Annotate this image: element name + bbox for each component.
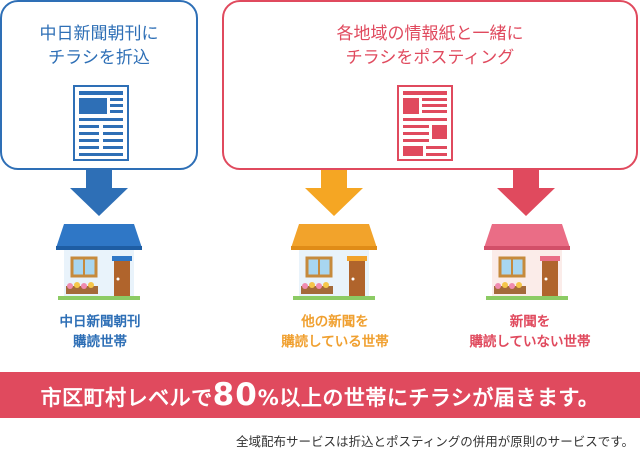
house-caption-no-paper: 新聞を 購読していない世帯	[469, 314, 591, 350]
local-paper-icon	[397, 85, 453, 161]
newspaper-insert-title: 中日新聞朝刊に チラシを折込	[39, 24, 159, 68]
arrow-down-icon	[70, 170, 128, 216]
posting-box: 各地域の情報紙と一緒に チラシをポスティング	[222, 0, 638, 170]
newspaper-icon	[73, 85, 129, 161]
banner-percent-value: 80	[212, 377, 258, 413]
newspaper-insert-box: 中日新聞朝刊に チラシを折込	[0, 0, 198, 170]
house-icon	[484, 224, 570, 300]
house-caption-subscribers: 中日新聞朝刊 購読世帯	[59, 314, 141, 350]
posting-title: 各地域の情報紙と一緒に チラシをポスティング	[336, 24, 524, 68]
footnote: 全域配布サービスは折込とポスティングの併用が原則のサービスです。	[235, 434, 634, 449]
house-caption-other-paper: 他の新聞を 購読している世帯	[281, 314, 389, 350]
banner-suffix: %以上の世帯にチラシが届きます。	[257, 386, 600, 410]
coverage-banner: 市区町村レベルで80%以上の世帯にチラシが届きます。	[0, 372, 640, 418]
arrow-down-icon	[305, 170, 363, 216]
house-icon	[56, 224, 142, 300]
banner-prefix: 市区町村レベルで	[40, 386, 213, 410]
house-icon	[291, 224, 377, 300]
arrow-down-icon	[497, 170, 555, 216]
